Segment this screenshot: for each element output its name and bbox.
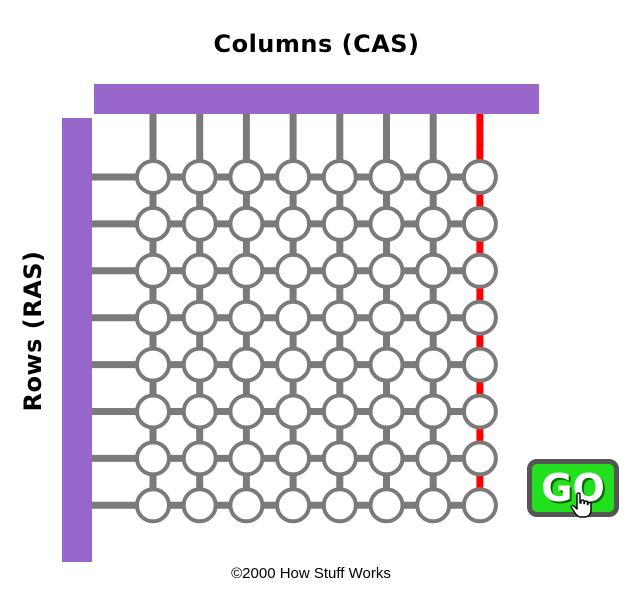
memory-cells — [135, 159, 498, 524]
row-bus — [62, 118, 92, 562]
memory-cell — [181, 346, 218, 383]
memory-cell — [135, 440, 171, 477]
memory-cell — [275, 487, 312, 524]
memory-cell — [275, 252, 312, 289]
memory-cell — [415, 159, 452, 195]
memory-cell — [135, 159, 171, 195]
memory-cell — [461, 440, 498, 477]
memory-cell — [135, 393, 171, 430]
memory-cell — [415, 299, 452, 336]
memory-cell — [461, 252, 498, 289]
memory-cell — [415, 205, 452, 242]
memory-cell — [461, 346, 498, 383]
memory-cell — [461, 159, 498, 195]
memory-cell — [275, 393, 312, 430]
memory-cell — [275, 440, 312, 477]
memory-cell — [321, 440, 358, 477]
memory-cell — [321, 159, 358, 195]
memory-cell — [415, 393, 452, 430]
memory-cell — [181, 487, 218, 524]
memory-cell — [275, 346, 312, 383]
memory-cell — [368, 487, 405, 524]
memory-cell — [415, 487, 452, 524]
memory-cell — [181, 393, 218, 430]
memory-cell — [275, 205, 312, 242]
column-bus — [94, 84, 539, 114]
memory-cell — [275, 299, 312, 336]
memory-cell — [368, 159, 405, 195]
memory-cell — [368, 252, 405, 289]
hand-pointer-icon — [570, 492, 592, 518]
memory-cell — [415, 346, 452, 383]
memory-cell — [321, 205, 358, 242]
memory-cell — [461, 393, 498, 430]
copyright-notice: ©2000 How Stuff Works — [231, 565, 391, 582]
memory-cell — [368, 205, 405, 242]
memory-cell — [228, 299, 265, 336]
memory-cell — [321, 252, 358, 289]
memory-cell — [135, 346, 171, 383]
memory-cell — [181, 159, 218, 195]
go-button[interactable]: GO — [527, 459, 619, 518]
memory-cell — [368, 393, 405, 430]
memory-cell — [135, 205, 171, 242]
memory-cell — [181, 205, 218, 242]
memory-cell — [415, 252, 452, 289]
memory-cell — [228, 440, 265, 477]
memory-cell — [135, 487, 171, 524]
memory-cell — [461, 205, 498, 242]
memory-cell — [181, 440, 218, 477]
memory-cell — [228, 252, 265, 289]
go-label: GO — [541, 466, 605, 510]
memory-cell — [321, 393, 358, 430]
memory-cell — [228, 346, 265, 383]
memory-cell — [135, 299, 171, 336]
memory-cell — [321, 487, 358, 524]
memory-cell — [461, 299, 498, 336]
memory-cell — [321, 346, 358, 383]
memory-cell — [368, 440, 405, 477]
memory-cell — [135, 252, 171, 289]
memory-cell — [321, 299, 358, 336]
memory-cell — [415, 440, 452, 477]
memory-cell — [368, 299, 405, 336]
memory-cell — [181, 252, 218, 289]
memory-cell — [228, 393, 265, 430]
memory-cell — [461, 487, 498, 524]
memory-cell — [275, 159, 312, 195]
column-bus-label: Columns (CAS) — [213, 30, 420, 58]
memory-cell — [228, 487, 265, 524]
memory-cell — [228, 205, 265, 242]
memory-cell — [228, 159, 265, 195]
memory-cell — [368, 346, 405, 383]
memory-cell — [181, 299, 218, 336]
